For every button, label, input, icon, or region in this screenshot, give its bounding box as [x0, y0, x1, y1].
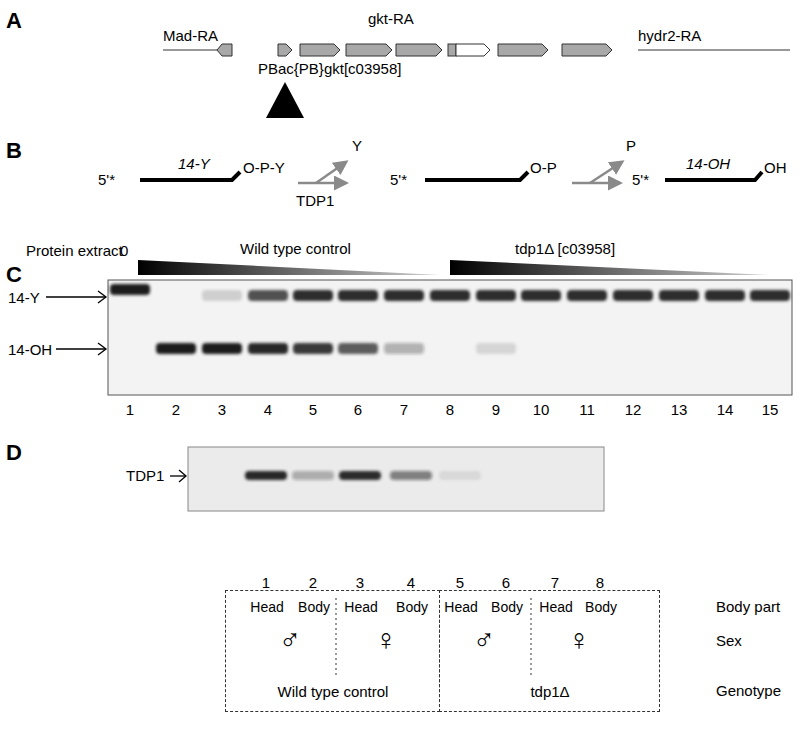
row-label: Body part	[716, 598, 780, 615]
lane-number: 1	[262, 574, 270, 591]
product-label: Y	[352, 137, 362, 154]
body-part-label: Head	[444, 599, 477, 615]
blot-image	[188, 447, 604, 511]
body-part-label: Body	[396, 599, 428, 615]
group-label: Wild type control	[240, 240, 351, 257]
lane-number: 8	[446, 401, 454, 418]
reaction-scheme	[140, 162, 762, 183]
end-group: OH	[764, 159, 787, 176]
gradient-wedge	[138, 260, 440, 275]
genotype-label: tdp1Δ	[530, 683, 569, 700]
panel-letter: D	[6, 440, 22, 465]
substrate-label: 14-Y	[178, 155, 210, 172]
band-label: 14-Y	[8, 289, 40, 306]
body-part-label: Body	[491, 599, 523, 615]
row-label: Sex	[716, 632, 742, 649]
group-separator	[336, 598, 531, 676]
group-box: Head Body Head Body ♂ ♀ Wild type control	[225, 590, 440, 712]
substrate-label: 14-OH	[686, 155, 730, 172]
band-label: 14-OH	[8, 341, 52, 358]
band-label: TDP1	[126, 467, 164, 484]
sex-symbol: ♂	[279, 623, 302, 658]
lane-number: 13	[671, 401, 688, 418]
body-part-label: Head	[250, 599, 283, 615]
row-label: Genotype	[716, 682, 781, 699]
lane-number: 7	[551, 574, 559, 591]
sex-symbol: ♀	[375, 623, 398, 658]
insertion-label: PBac{PB}gkt[c03958]	[258, 60, 401, 77]
gel-image	[108, 280, 792, 395]
lane-number: 12	[625, 401, 642, 418]
lane-number: 2	[309, 574, 317, 591]
lane-number: 5	[309, 401, 317, 418]
panel-letter: A	[6, 8, 22, 33]
group-box: Head Body Head Body ♂ ♀ tdp1Δ	[439, 590, 660, 712]
sex-symbol: ♂	[473, 623, 496, 658]
lane-number: 4	[264, 401, 272, 418]
panel-letter: C	[6, 262, 22, 287]
lane-number: 7	[400, 401, 408, 418]
body-part-label: Head	[344, 599, 377, 615]
lane-number: 9	[492, 401, 500, 418]
end-group: O-P-Y	[243, 159, 285, 176]
lane-number: 4	[407, 574, 415, 591]
lane-number: 5	[456, 574, 464, 591]
lane-number: 6	[502, 574, 510, 591]
lane-number: 15	[762, 401, 779, 418]
blot-bands	[245, 471, 481, 480]
gel-bands	[110, 284, 790, 354]
gene-label: Mad-RA	[163, 27, 218, 44]
body-part-label: Head	[539, 599, 572, 615]
strand-end: 5'*	[632, 171, 649, 188]
gene-label: gkt-RA	[368, 10, 414, 27]
gene-label: hydr2-RA	[638, 27, 701, 44]
end-group: O-P	[530, 159, 557, 176]
axis-label: Protein extract	[26, 242, 123, 259]
strand-end: 5'*	[390, 171, 407, 188]
body-part-label: Body	[298, 599, 330, 615]
lane-number: 3	[356, 574, 364, 591]
band-pointer	[46, 291, 186, 482]
group-label: tdp1Δ [c03958]	[515, 240, 615, 257]
axis-label: 0	[120, 242, 128, 259]
lane-number: 3	[218, 401, 226, 418]
enzyme-label: TDP1	[296, 192, 334, 209]
lane-number: 8	[596, 574, 604, 591]
panel-letter: B	[6, 138, 22, 163]
genotype-label: Wild type control	[278, 683, 389, 700]
gene-map	[163, 44, 790, 56]
body-part-label: Body	[585, 599, 617, 615]
lane-number: 11	[579, 401, 595, 418]
insertion-triangle	[266, 82, 304, 118]
gradient-wedge	[450, 260, 770, 275]
lane-number: 2	[172, 401, 180, 418]
lane-number: 14	[717, 401, 734, 418]
sex-symbol: ♀	[568, 623, 591, 658]
strand-end: 5'*	[98, 171, 115, 188]
product-label: P	[626, 137, 636, 154]
lane-number: 10	[533, 401, 550, 418]
lane-number: 6	[354, 401, 362, 418]
lane-number: 1	[126, 401, 134, 418]
